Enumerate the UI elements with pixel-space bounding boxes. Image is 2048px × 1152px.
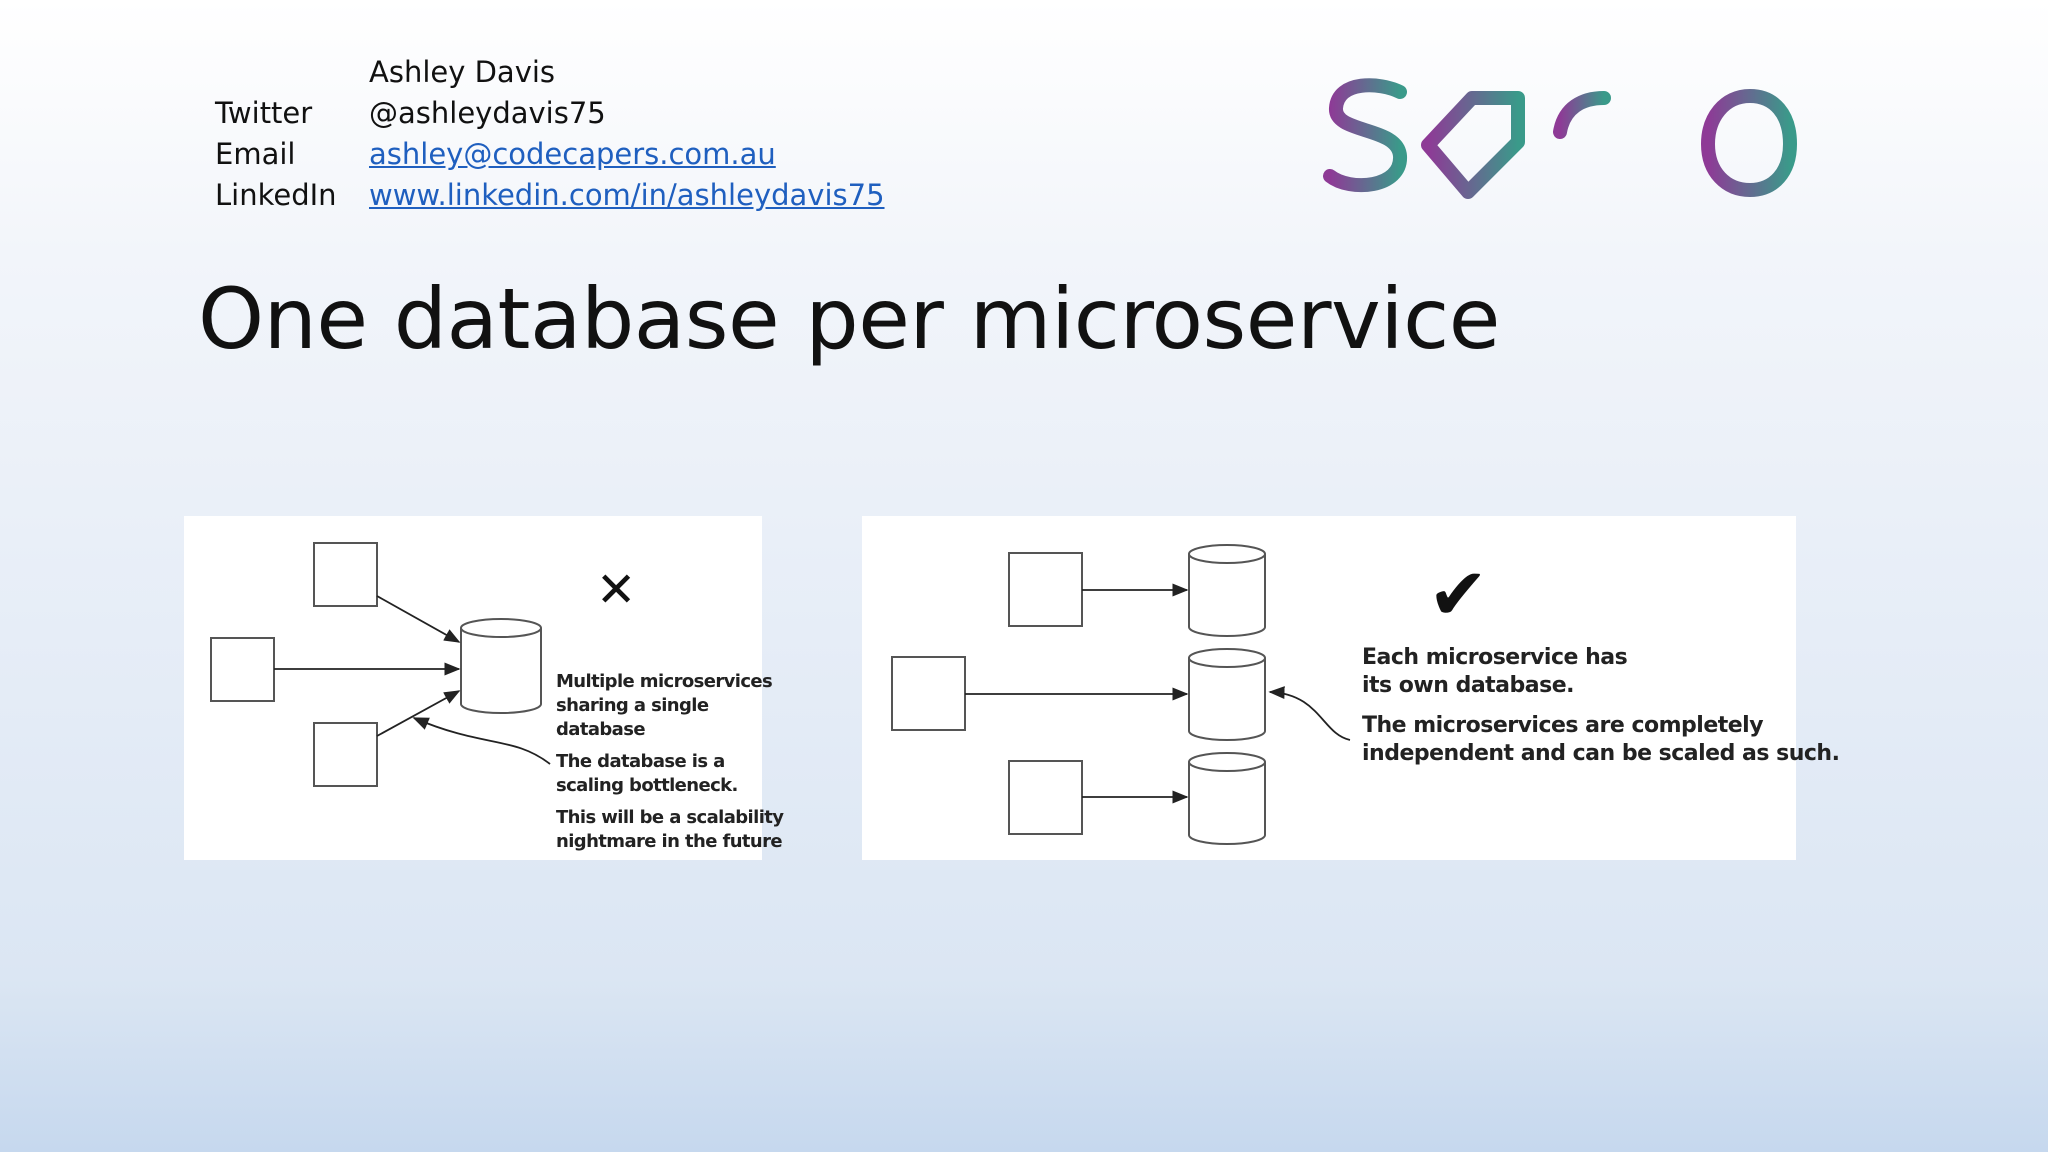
contact-row-twitter: Twitter @ashleydavis75 bbox=[215, 93, 885, 134]
twitter-handle: @ashleydavis75 bbox=[369, 96, 606, 130]
microservice-box-middle bbox=[210, 637, 275, 702]
database-cylinder-bottom bbox=[1188, 752, 1266, 845]
contact-name-row: Ashley Davis bbox=[215, 52, 885, 93]
microservice-box-bottom bbox=[313, 722, 378, 787]
service-box-middle bbox=[891, 656, 966, 731]
logo-text: sortal bbox=[1320, 30, 1323, 31]
independence-pointer bbox=[1268, 686, 1351, 741]
contact-row-linkedin: LinkedIn www.linkedin.com/in/ashleydavis… bbox=[215, 175, 885, 216]
contact-info: Ashley Davis Twitter @ashleydavis75 Emai… bbox=[215, 52, 885, 216]
shared-database-cylinder bbox=[460, 618, 542, 714]
twitter-label: Twitter bbox=[215, 96, 313, 130]
caption-independent: The microservices are completely indepen… bbox=[1362, 713, 1840, 766]
service-box-bottom bbox=[1008, 760, 1083, 835]
caption-scalability: This will be a scalability nightmare in … bbox=[556, 807, 784, 852]
database-per-service-diagram: ✔ Each microservice has its own database… bbox=[862, 516, 1840, 860]
caption-own-database: Each microservice has its own database. bbox=[1362, 645, 1628, 698]
author-name: Ashley Davis bbox=[369, 55, 556, 89]
linkedin-label: LinkedIn bbox=[215, 178, 337, 212]
database-cylinder-middle bbox=[1188, 648, 1266, 741]
shared-database-graphic bbox=[210, 542, 551, 787]
database-per-service-graphic bbox=[891, 544, 1351, 845]
service-box-top bbox=[1008, 552, 1083, 627]
contact-row-email: Email ashley@codecapers.com.au bbox=[215, 134, 885, 175]
arrow-top-to-db bbox=[376, 595, 461, 643]
database-cylinder-top bbox=[1188, 544, 1266, 637]
arrow-bottom-to-db bbox=[376, 690, 461, 737]
shared-database-diagram: ✕ Multiple microservices sharing a singl… bbox=[184, 516, 784, 860]
email-label: Email bbox=[215, 137, 296, 171]
check-mark-icon: ✔ bbox=[1428, 552, 1488, 636]
microservice-box-top bbox=[313, 542, 378, 607]
slide-title: One database per microservice bbox=[198, 270, 1500, 368]
bottleneck-pointer bbox=[412, 717, 551, 765]
cross-mark-icon: ✕ bbox=[596, 562, 636, 618]
linkedin-link[interactable]: www.linkedin.com/in/ashleydavis75 bbox=[369, 178, 885, 212]
caption-bottleneck: The database is a scaling bottleneck. bbox=[556, 751, 738, 796]
sortal-logo: sortal bbox=[1320, 30, 1867, 199]
email-link[interactable]: ashley@codecapers.com.au bbox=[369, 137, 776, 171]
caption-shared-db: Multiple microservices sharing a single … bbox=[556, 671, 773, 740]
